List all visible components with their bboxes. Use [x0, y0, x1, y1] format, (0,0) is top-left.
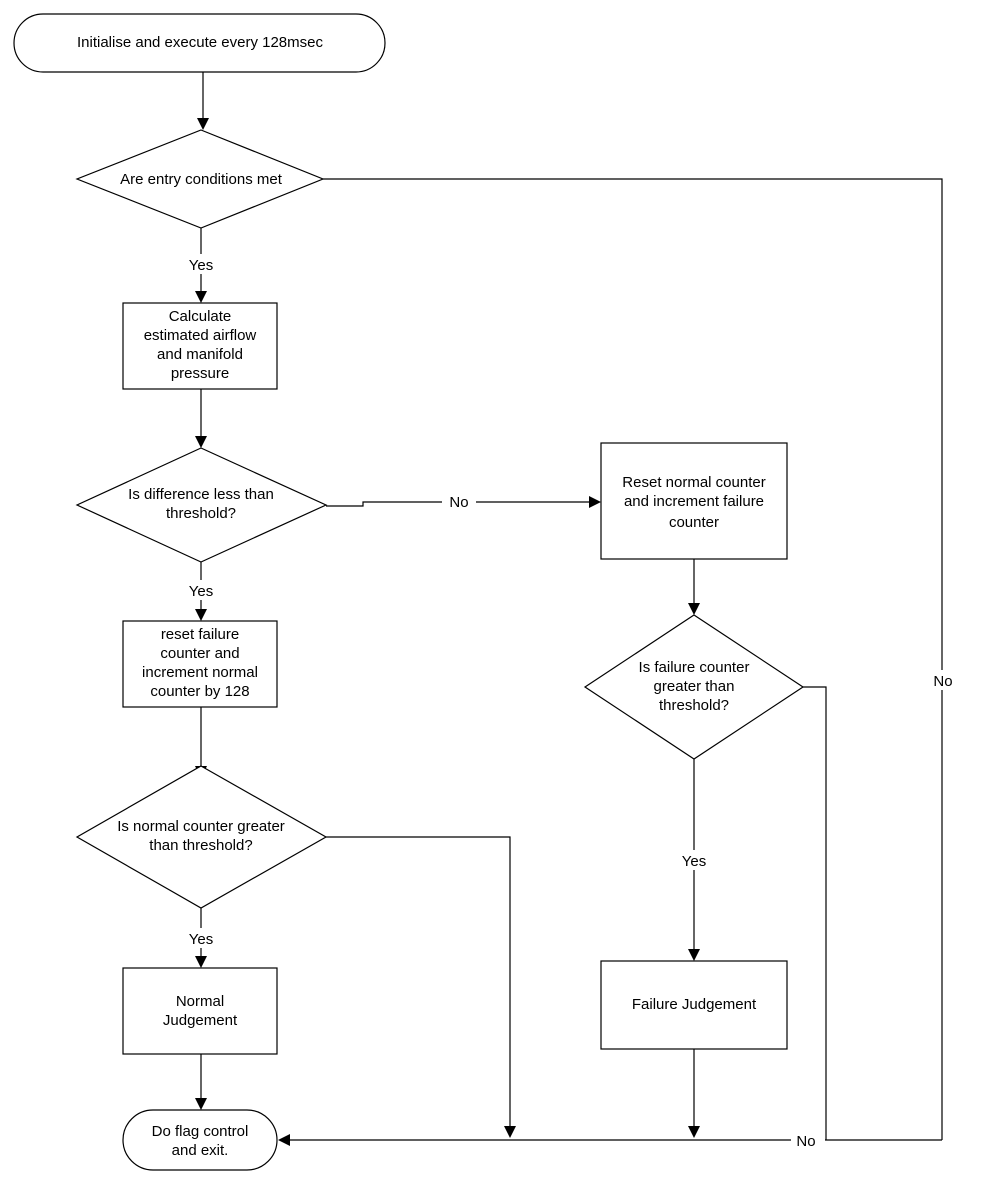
failure-no-label: No [796, 1133, 815, 1150]
edge-entry-no [323, 178, 943, 1140]
end-label-line-2: and exit. [172, 1142, 229, 1159]
reset-failure-label-line-1: reset failure [161, 626, 239, 643]
reset-failure-label-line-4: counter by 128 [150, 683, 249, 700]
edge-failure-decision-no [803, 686, 827, 1140]
entry-decision-label: Are entry conditions met [120, 171, 283, 188]
difference-no-label: No [449, 494, 468, 511]
entry-yes-label: Yes [189, 257, 213, 274]
normal-judgement-label-line-1: Normal [176, 993, 224, 1010]
node-labels: Initialise and execute every 128msec Are… [77, 34, 766, 1159]
normal-judgement-label-line-2: Judgement [163, 1012, 238, 1029]
failure-judgement-label: Failure Judgement [632, 996, 757, 1013]
arrow-into-calculate [195, 291, 207, 303]
normal-yes-label: Yes [189, 931, 213, 948]
normal-decision-label-line-1: Is normal counter greater [117, 818, 285, 835]
calculate-label-line-2: estimated airflow [144, 327, 257, 344]
arrow-into-difference [195, 436, 207, 448]
arrow-into-reset-failure [195, 609, 207, 621]
failure-decision-label-line-3: threshold? [659, 697, 729, 714]
connectors [200, 72, 943, 1141]
calculate-label-line-3: and manifold [157, 346, 243, 363]
reset-failure-label-line-3: increment normal [142, 664, 258, 681]
arrow-into-normal-judgement [195, 956, 207, 968]
reset-failure-label-line-2: counter and [160, 645, 239, 662]
start-label: Initialise and execute every 128msec [77, 34, 323, 51]
difference-yes-label: Yes [189, 583, 213, 600]
failure-counter-decision [583, 614, 805, 760]
edge-normal-decision-no [326, 836, 511, 1126]
arrow-into-entry [197, 118, 209, 130]
difference-label-line-2: threshold? [166, 505, 236, 522]
arrow-into-failure-decision [688, 603, 700, 615]
failure-decision-label-line-2: greater than [654, 678, 735, 695]
reset-normal-label-line-2: and increment failure [624, 493, 764, 510]
reset-normal-box [600, 442, 788, 560]
shapes [13, 13, 805, 1171]
start-terminal [13, 13, 386, 73]
end-label-line-1: Do flag control [152, 1123, 249, 1140]
failure-yes-label: Yes [682, 853, 706, 870]
calculate-box [122, 302, 278, 390]
arrow-normal-no-down [504, 1126, 516, 1138]
entry-no-label: No [933, 673, 952, 690]
arrow-into-end [195, 1098, 207, 1110]
edge-labels: Yes Yes No Yes Yes No No [180, 254, 960, 1150]
reset-failure-box [122, 620, 278, 708]
entry-decision [75, 129, 325, 229]
calculate-label-line-4: pressure [171, 365, 229, 382]
difference-decision [75, 447, 328, 563]
end-terminal [122, 1109, 278, 1171]
arrow-failure-judgement-down [688, 1126, 700, 1138]
arrow-into-reset-normal [589, 496, 601, 508]
arrow-bus-into-end [278, 1134, 290, 1146]
normal-counter-decision [75, 765, 328, 909]
normal-judgement-box [122, 967, 278, 1055]
arrow-into-failure-judgement [688, 949, 700, 961]
reset-normal-label-line-1: Reset normal counter [622, 474, 765, 491]
failure-judgement-box [600, 960, 788, 1050]
calculate-label-line-1: Calculate [169, 308, 232, 325]
reset-normal-label-line-3: counter [669, 514, 719, 531]
normal-decision-label-line-2: than threshold? [149, 837, 252, 854]
failure-decision-label-line-1: Is failure counter [639, 659, 750, 676]
difference-label-line-1: Is difference less than [128, 486, 274, 503]
